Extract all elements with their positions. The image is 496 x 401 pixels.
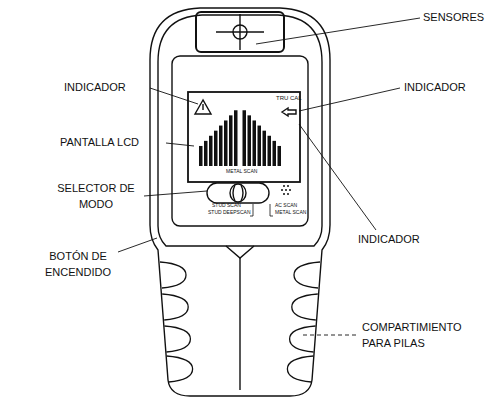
speaker-hole [289,189,291,191]
device-marking: AC SCAN [275,203,297,209]
lcd-bar [248,115,252,166]
leader-line [299,88,400,111]
lcd-bar [278,146,282,166]
mode-selector-knob [230,184,246,202]
device-marking: TRU CAL [276,95,302,102]
sensor-crosshair [216,31,264,32]
grip-ridges [160,262,320,382]
grip-groove [226,246,254,258]
speaker-hole [283,185,285,187]
grip-ridge [162,294,188,320]
leader-line [166,143,194,146]
lcd-bar [253,120,257,166]
housing [150,8,330,396]
lcd-bar [258,126,262,166]
warning-triangle [195,100,211,114]
lcd-bar [219,126,223,166]
grip-ridge [160,262,186,288]
speaker-grille [281,185,291,195]
device-marking: STUD DEEPSCAN [208,210,251,216]
leader-line [299,124,376,230]
part-label: INDICADOR [404,80,492,96]
lcd-bar [199,146,203,166]
lcd-bar [243,110,247,166]
device-marking: METAL SCAN [226,169,257,175]
lcd-bar [209,136,213,166]
lcd-screen [188,92,300,182]
leader-line [144,191,207,196]
leader-line [118,238,157,252]
lcd-bar [268,136,272,166]
sensor-window [196,12,284,52]
lcd-bars [199,110,281,166]
grip-ridge [290,326,316,352]
mode-selector [207,183,269,203]
grip-ridge [292,294,318,320]
part-label: SENSORES [423,10,493,26]
leader-line [150,88,198,104]
grip-ridge [287,356,313,382]
part-label: INDICADOR [64,80,150,96]
part-label: INDICADOR [358,232,446,248]
speaker-hole [287,193,289,195]
device-marking: METAL SCAN [275,210,306,216]
lcd-bar [214,131,218,166]
speaker-hole [285,189,287,191]
part-label: PANTALLA LCD [60,135,168,151]
face-panel [172,56,308,226]
speaker-hole [283,193,285,195]
mode-selector-knob [233,185,243,201]
lcd-bar [229,115,233,166]
part-label: SELECTOR DE MODO [50,181,142,213]
lcd-bar [224,120,228,166]
part-label: COMPARTIMIENTO PARA PILAS [362,320,484,352]
lcd-bar [234,110,238,166]
grip-ridge [164,326,190,352]
grip-groove [239,258,240,390]
lcd-bar [204,141,208,166]
device-marking: STUD SCAN [212,203,241,209]
speaker-hole [287,185,289,187]
speaker-hole [281,189,283,191]
leader-line [300,335,356,336]
lcd-bar [273,141,277,166]
mode-bracket [250,204,273,216]
grip-ridge [294,262,320,288]
lcd-bar [263,131,267,166]
housing-rim [158,15,322,246]
grip-ridge [167,356,193,382]
calibration-arrow [282,108,296,116]
leader-line [256,18,420,44]
warning-triangle [202,104,203,110]
sensor-crosshair [233,25,247,39]
part-label: BOTÓN DE ENCENDIDO [36,249,120,281]
